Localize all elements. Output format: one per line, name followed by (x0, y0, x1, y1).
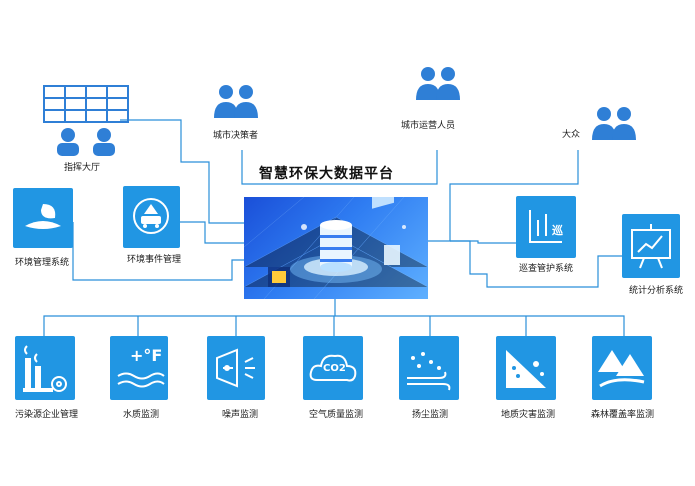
air-quality-glyph: CO2 (323, 363, 346, 374)
speaker-icon (216, 348, 255, 388)
platform-hub-illustration (244, 197, 428, 299)
patrol-tile: 巡 (516, 196, 576, 258)
patrol-chart-icon (529, 210, 562, 243)
city-operator-label: 城市运营人员 (401, 121, 456, 131)
leaf-water-icon (25, 204, 61, 229)
public-label: 大众 (562, 130, 581, 140)
water-quality-glyph: +°F (130, 346, 163, 365)
cloud-co2-icon (309, 354, 357, 382)
factory-icon (23, 345, 67, 392)
dust-label: 扬尘监测 (412, 410, 449, 420)
forest-coverage-tile (592, 336, 652, 400)
geohazard-tile (496, 336, 556, 400)
pollution-source-label: 污染源企业管理 (15, 410, 79, 420)
presentation-chart-icon (631, 224, 671, 269)
water-quality-tile: +°F (110, 336, 168, 400)
decision-maker-label: 城市决策者 (213, 131, 259, 141)
patrol-glyph: 巡 (552, 224, 563, 237)
noise-label: 噪声监测 (222, 410, 259, 420)
air-quality-label: 空气质量监测 (309, 410, 364, 420)
pollution-source-tile (15, 336, 75, 400)
air-quality-tile: CO2 (303, 336, 363, 400)
forest-coverage-label: 森林覆盖率监测 (591, 410, 655, 420)
dust-wind-icon (407, 352, 451, 391)
water-temperature-icon (117, 372, 165, 388)
platform-title: 智慧环保大数据平台 (259, 166, 394, 182)
geohazard-label: 地质灾害监测 (501, 410, 556, 420)
env-management-tile (13, 188, 73, 248)
landslide-icon (506, 350, 546, 388)
env-event-tile (123, 186, 180, 248)
forest-icon (598, 350, 645, 388)
water-quality-label: 水质监测 (123, 410, 160, 420)
public-icon (590, 104, 640, 148)
dust-tile (399, 336, 459, 400)
city-operator-icon (414, 64, 464, 108)
patrol-label: 巡查管护系统 (519, 264, 574, 274)
env-event-label: 环境事件管理 (127, 255, 182, 265)
stats-label: 统计分析系统 (629, 286, 684, 296)
command-hall-icon (38, 82, 134, 158)
env-management-label: 环境管理系统 (15, 258, 70, 268)
warning-car-icon (133, 198, 169, 234)
noise-tile (207, 336, 265, 400)
command-hall-label: 指挥大厅 (64, 163, 101, 173)
stats-tile (622, 214, 680, 278)
decision-maker-icon (212, 82, 262, 126)
